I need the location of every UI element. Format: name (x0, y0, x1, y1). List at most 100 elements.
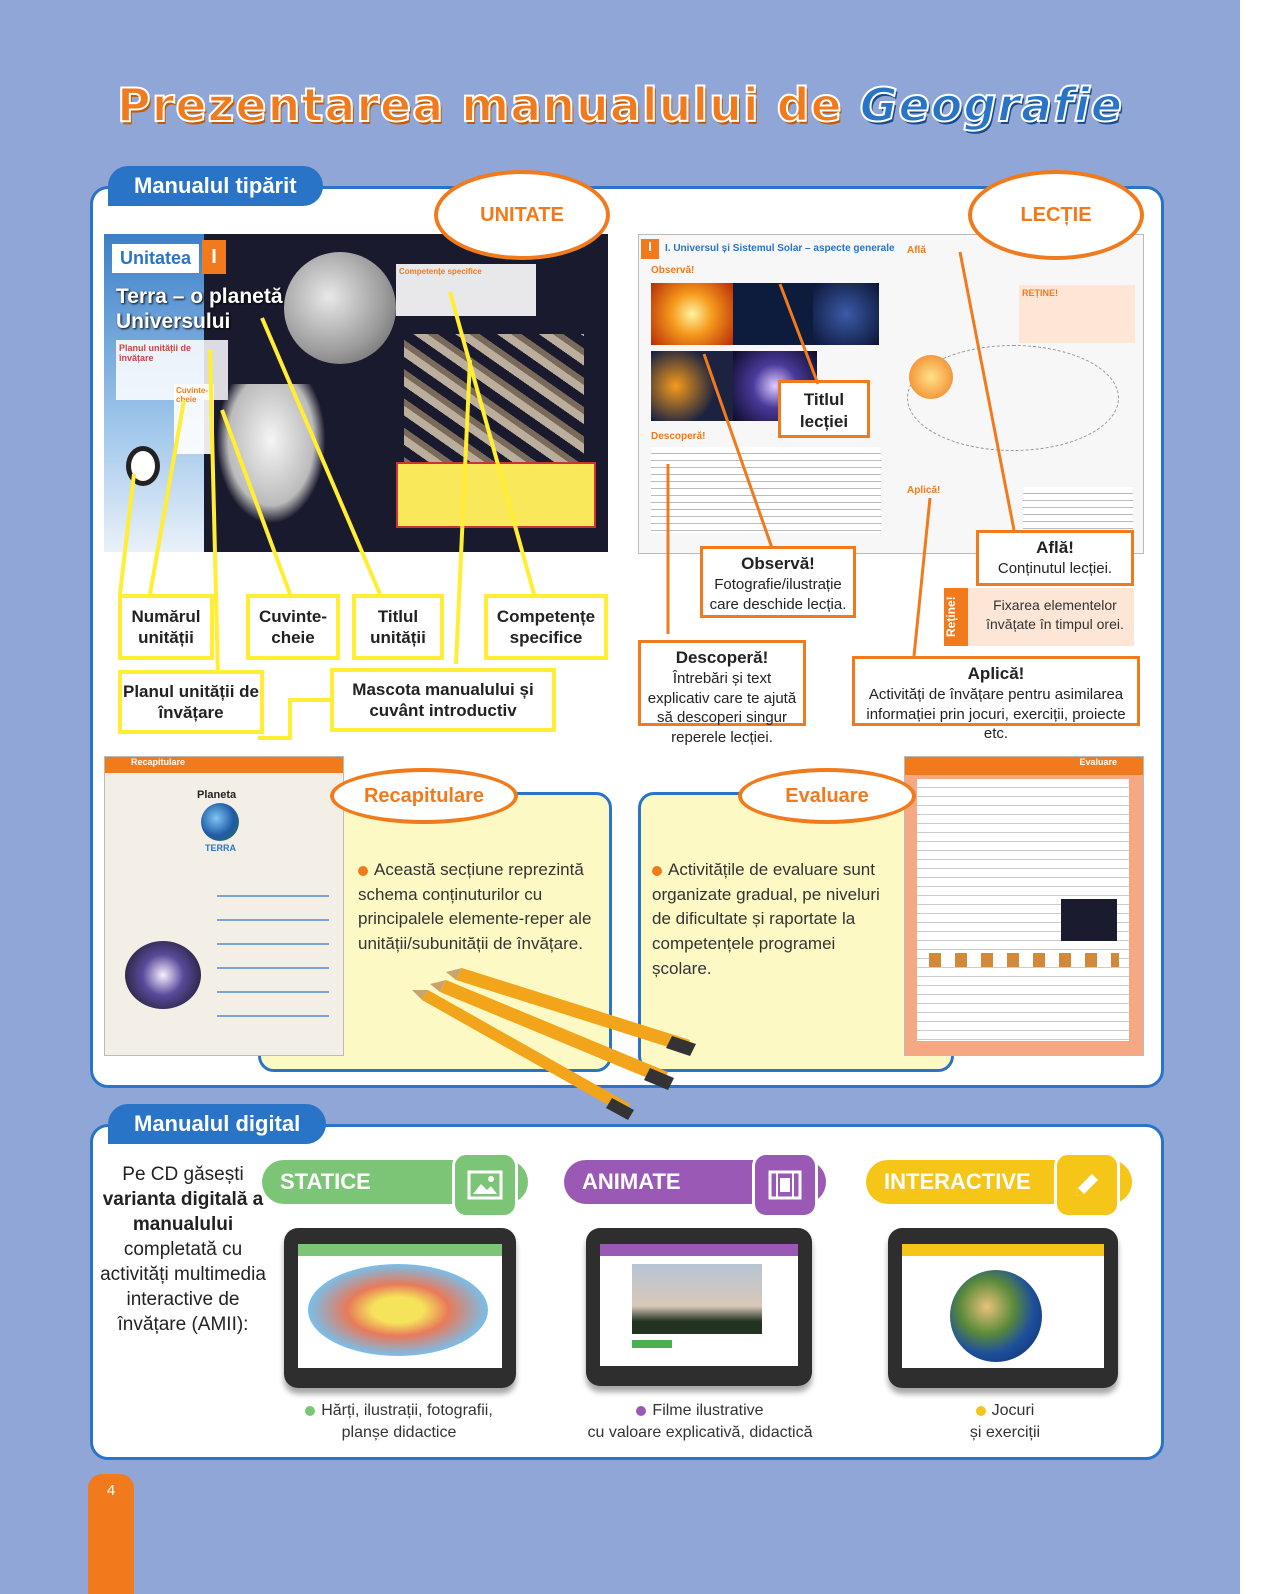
eval-astronaut-photo (1061, 899, 1117, 941)
descopera-text: Întrebări și text explicativ care te aju… (647, 670, 797, 746)
statice-caption-line1: Hărți, ilustrații, fotografii, (321, 1402, 493, 1419)
tablet-interactive (888, 1228, 1118, 1388)
lesson-header: I. Universul și Sistemul Solar – aspecte… (665, 243, 895, 254)
eval-text: Activitățile de evaluare sunt organizate… (652, 860, 880, 978)
unit-spread-thumbnail: Unitatea I Terra – o planetă a Universul… (104, 234, 608, 552)
label-unit-title: Titlul unității (352, 594, 444, 660)
film-icon[interactable] (752, 1152, 818, 1218)
unit-competences-heading: Competențe specifice (399, 267, 482, 276)
page-title: Prezentarea manualului de Geografie (0, 77, 1240, 133)
pencils-illustration (412, 968, 696, 1120)
unit-plan-heading: Planul unității de învățare (119, 343, 192, 363)
interactive-caption-line1: Jocuri (991, 1402, 1035, 1419)
oval-unitate: UNITATE (434, 170, 610, 260)
eval-description: Activitățile de evaluare sunt organizate… (652, 858, 892, 981)
oval-recapitulare: Recapitulare (330, 768, 518, 824)
title-part2: Geografie (859, 77, 1123, 133)
statice-screen (298, 1244, 502, 1368)
unit-badge-number: I (202, 240, 226, 274)
astronaut-image (216, 384, 326, 524)
digital-manual-tab: Manualul digital (108, 1104, 327, 1144)
unit-spread-title: Terra – o planetă a Universului (116, 285, 301, 334)
interactive-caption-line2: și exerciții (969, 1423, 1041, 1441)
unit-badge: Unitatea (112, 244, 200, 273)
tablet-statice (284, 1228, 516, 1388)
label-afla: Află! Conținutul lecției. (976, 530, 1134, 586)
page: Prezentarea manualului de Geografie Manu… (0, 77, 1240, 1594)
unit-keywords-heading: Cuvinte-cheie (176, 386, 208, 404)
aplica-title: Aplică! (967, 664, 1025, 683)
video-controls[interactable] (632, 1340, 672, 1348)
observa-text: Fotografie/ilustrație care deschide lecț… (709, 576, 847, 613)
cd-rest: completată cu activități multimedia inte… (100, 1239, 266, 1336)
recap-bullet (358, 865, 368, 876)
interactive-dot (975, 1405, 986, 1416)
label-retine: Reține! Fixarea elementelor învățate în … (944, 588, 1134, 646)
solar-diagram (907, 345, 1119, 451)
recap-galaxy (125, 941, 201, 1009)
tablet-animate (586, 1228, 812, 1386)
cd-line1: Pe CD găsești (122, 1164, 244, 1185)
recap-planet-label: Planeta (197, 789, 237, 801)
afla-text: Conținutul lecției. (997, 560, 1113, 578)
eval-bullet (652, 865, 662, 876)
stars-photo (813, 283, 879, 345)
unit-competences-box: Competențe specifice (396, 264, 536, 316)
lesson-aplica-heading: Aplică! (907, 485, 941, 496)
image-icon[interactable] (452, 1152, 518, 1218)
lesson-text-lines (651, 447, 881, 533)
lesson-title-label: Titlul lecției (778, 380, 870, 438)
recap-terra-label: TERRA (205, 843, 236, 853)
eval-thumb-header: Evaluare (905, 757, 1143, 775)
eval-planets-row (929, 953, 1119, 967)
recap-description: Această secțiune reprezintă schema conți… (358, 858, 594, 957)
oval-lectie: LECȚIE (968, 170, 1144, 260)
moon-image (284, 252, 396, 364)
recap-thumb-header: Recapitulare (105, 757, 343, 773)
globe-game[interactable] (950, 1270, 1042, 1362)
sun-photo (651, 283, 733, 345)
statice-dot (305, 1405, 316, 1416)
label-descopera: Descoperă! Întrebări și text explicativ … (638, 640, 806, 746)
recap-thumb-header-text: Recapitulare (131, 757, 186, 767)
aplica-text: Activități de învățare pentru asimilarea… (866, 686, 1126, 743)
title-part1: Prezentarea manualului de (116, 77, 860, 133)
descopera-title: Descoperă! (675, 648, 769, 667)
label-mascot: Mascota manualului și cuvânt introductiv (330, 668, 556, 732)
eval-thumbnail: Evaluare (904, 756, 1144, 1056)
observa-title: Observă! (741, 554, 815, 573)
interactive-screen (902, 1244, 1104, 1368)
label-unit-number: Numărul unității (118, 594, 214, 660)
printed-manual-tab: Manualul tipărit (108, 166, 323, 206)
lesson-afla-heading: Află (907, 245, 926, 256)
label-aplica: Aplică! Activități de învățare pentru as… (852, 656, 1140, 742)
eval-panel (638, 792, 954, 1072)
animate-caption-line1: Filme ilustrative (652, 1402, 764, 1419)
lesson-text-lines-right (1023, 487, 1133, 537)
mascot-panda (126, 446, 160, 486)
page-edge (1240, 0, 1270, 1594)
animate-dot (636, 1405, 647, 1416)
interactive-caption: Jocuri și exerciții (900, 1400, 1110, 1443)
statice-caption-line2: planșe didactice (341, 1423, 457, 1441)
oval-evaluare: Evaluare (738, 768, 916, 824)
afla-title: Află! (1036, 538, 1074, 557)
lesson-observa-heading: Observă! (651, 265, 695, 276)
retine-text: Fixarea elementelor învățate în timpul o… (986, 597, 1124, 632)
recap-earth (201, 803, 239, 841)
animate-screen (600, 1244, 798, 1366)
volcano-video (632, 1264, 762, 1334)
lesson-retine-box: REȚINE! (1019, 285, 1135, 343)
pencil-icon[interactable] (1054, 1152, 1120, 1218)
lesson-retine-heading: REȚINE! (1022, 288, 1058, 298)
cd-description: Pe CD găsești varianta digitală a manual… (100, 1162, 266, 1338)
recap-thumbnail: Recapitulare Planeta TERRA (104, 756, 344, 1056)
eval-thumb-header-text: Evaluare (1079, 757, 1117, 767)
animate-caption: Filme ilustrative cu valoare explicativă… (558, 1400, 842, 1443)
cd-bold: varianta digitală a manualului (102, 1189, 264, 1236)
animate-caption-line2: cu valoare explicativă, didactică (587, 1423, 813, 1441)
label-keywords: Cuvinte-cheie (246, 594, 340, 660)
lesson-title-label-text: Titlul lecției (799, 390, 849, 432)
unit-badge-label: Unitatea (120, 248, 192, 268)
label-observa: Observă! Fotografie/ilustrație care desc… (700, 546, 856, 618)
